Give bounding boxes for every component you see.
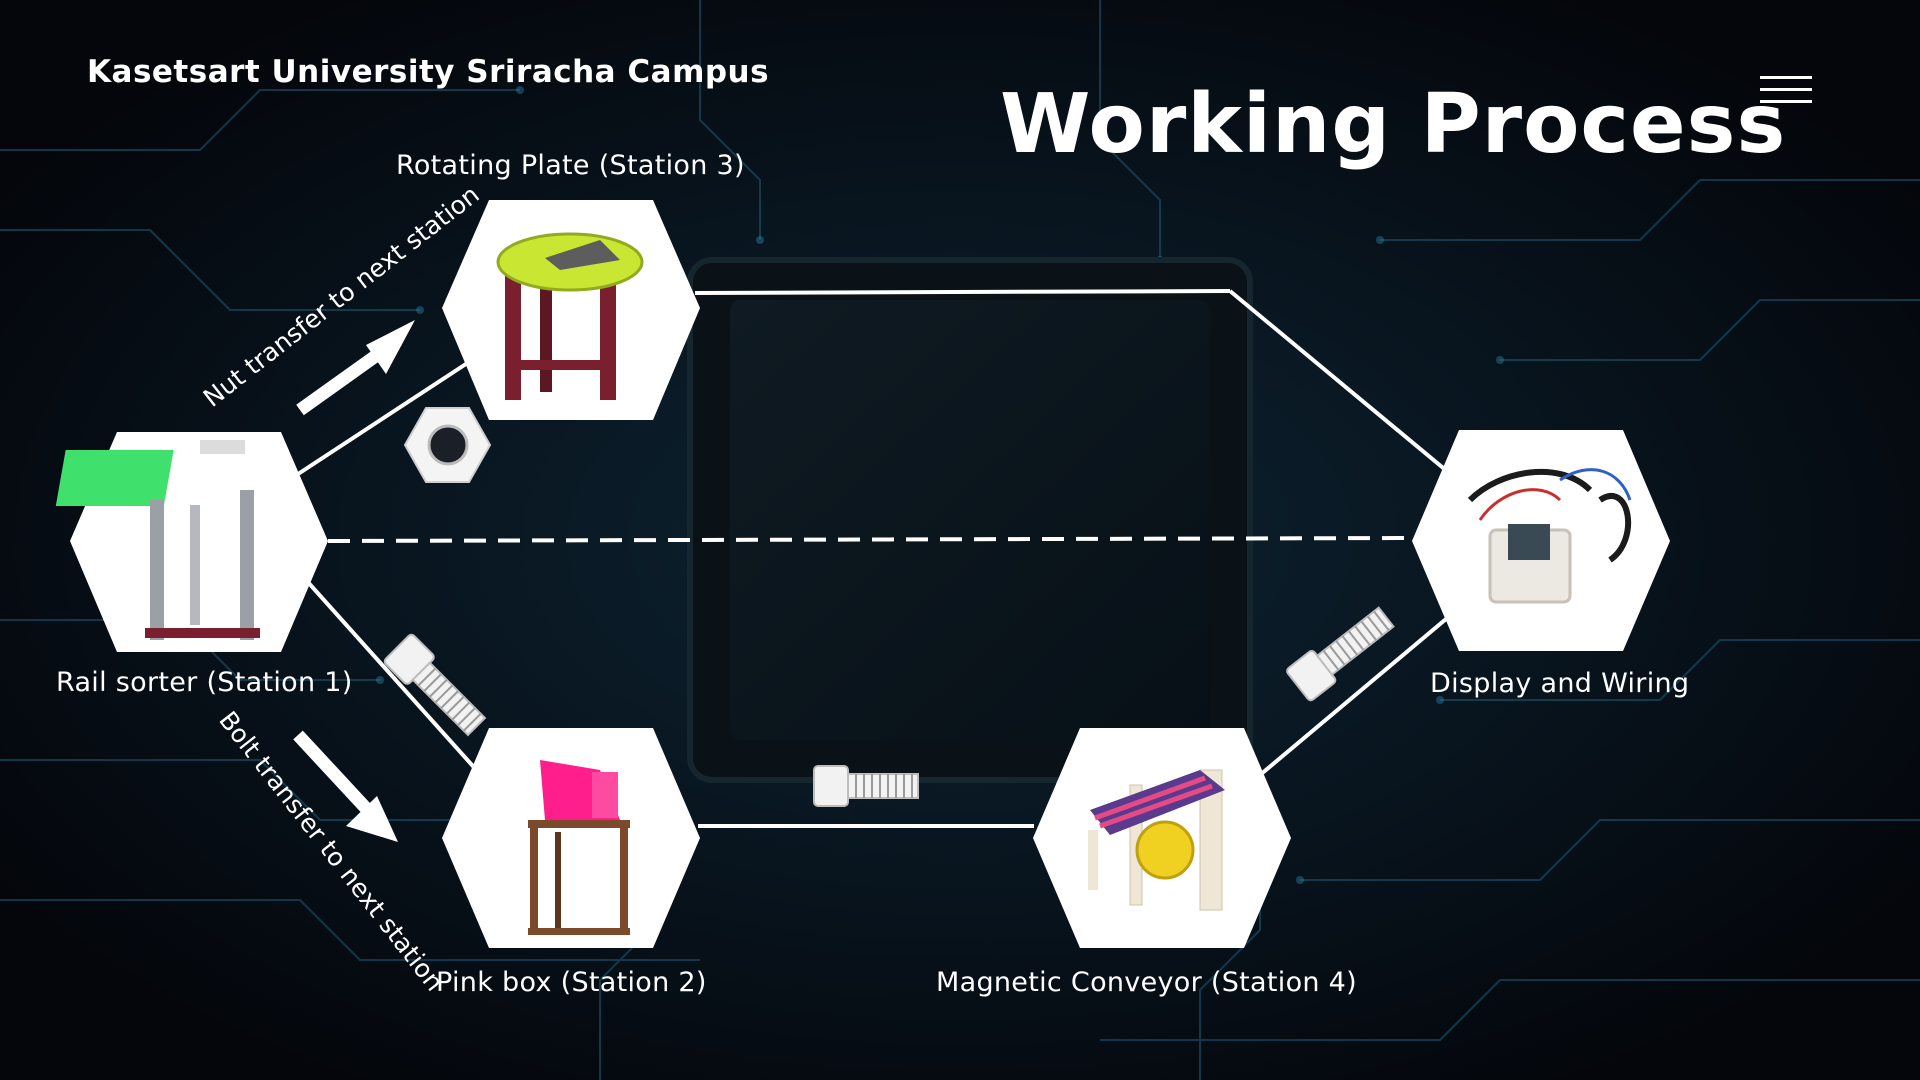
station-label-rail-sorter: Rail sorter (Station 1) <box>56 667 353 698</box>
nut-transfer-arrow <box>296 320 415 416</box>
connector-s3-display <box>694 289 1231 295</box>
bolt-icon <box>813 765 919 807</box>
connector-dashed <box>327 536 1413 543</box>
bolt-icon <box>383 633 487 737</box>
hamburger-menu-icon[interactable] <box>1760 72 1812 108</box>
hexagon-rotating-plate[interactable] <box>442 200 700 420</box>
hexagon-magnetic-conveyor[interactable] <box>1033 728 1291 948</box>
station-label-display-wiring: Display and Wiring <box>1430 668 1690 699</box>
bolt-icon <box>1286 606 1395 702</box>
hexagon-display-wiring[interactable] <box>1412 430 1670 651</box>
page-title: Working Process <box>1000 77 1787 172</box>
organization-name: Kasetsart University Sriracha Campus <box>87 54 770 90</box>
connector-s4-display <box>1252 612 1454 782</box>
nut-icon <box>403 407 492 483</box>
bolt-transfer-arrow <box>293 730 398 842</box>
station-label-pink-box: Pink box (Station 2) <box>436 967 707 998</box>
station-label-rotating-plate: Rotating Plate (Station 3) <box>396 150 745 181</box>
bolt-transfer-label: Bolt transfer to next station <box>213 706 449 997</box>
station-label-magnetic-conveyor: Magnetic Conveyor (Station 4) <box>936 967 1357 998</box>
connector-s1-s2 <box>304 578 482 776</box>
connector-s1-s3 <box>290 358 474 480</box>
connector-display-angle <box>1228 289 1450 474</box>
hexagon-pink-box[interactable] <box>442 728 700 948</box>
hexagon-rail-sorter[interactable] <box>55 432 328 652</box>
